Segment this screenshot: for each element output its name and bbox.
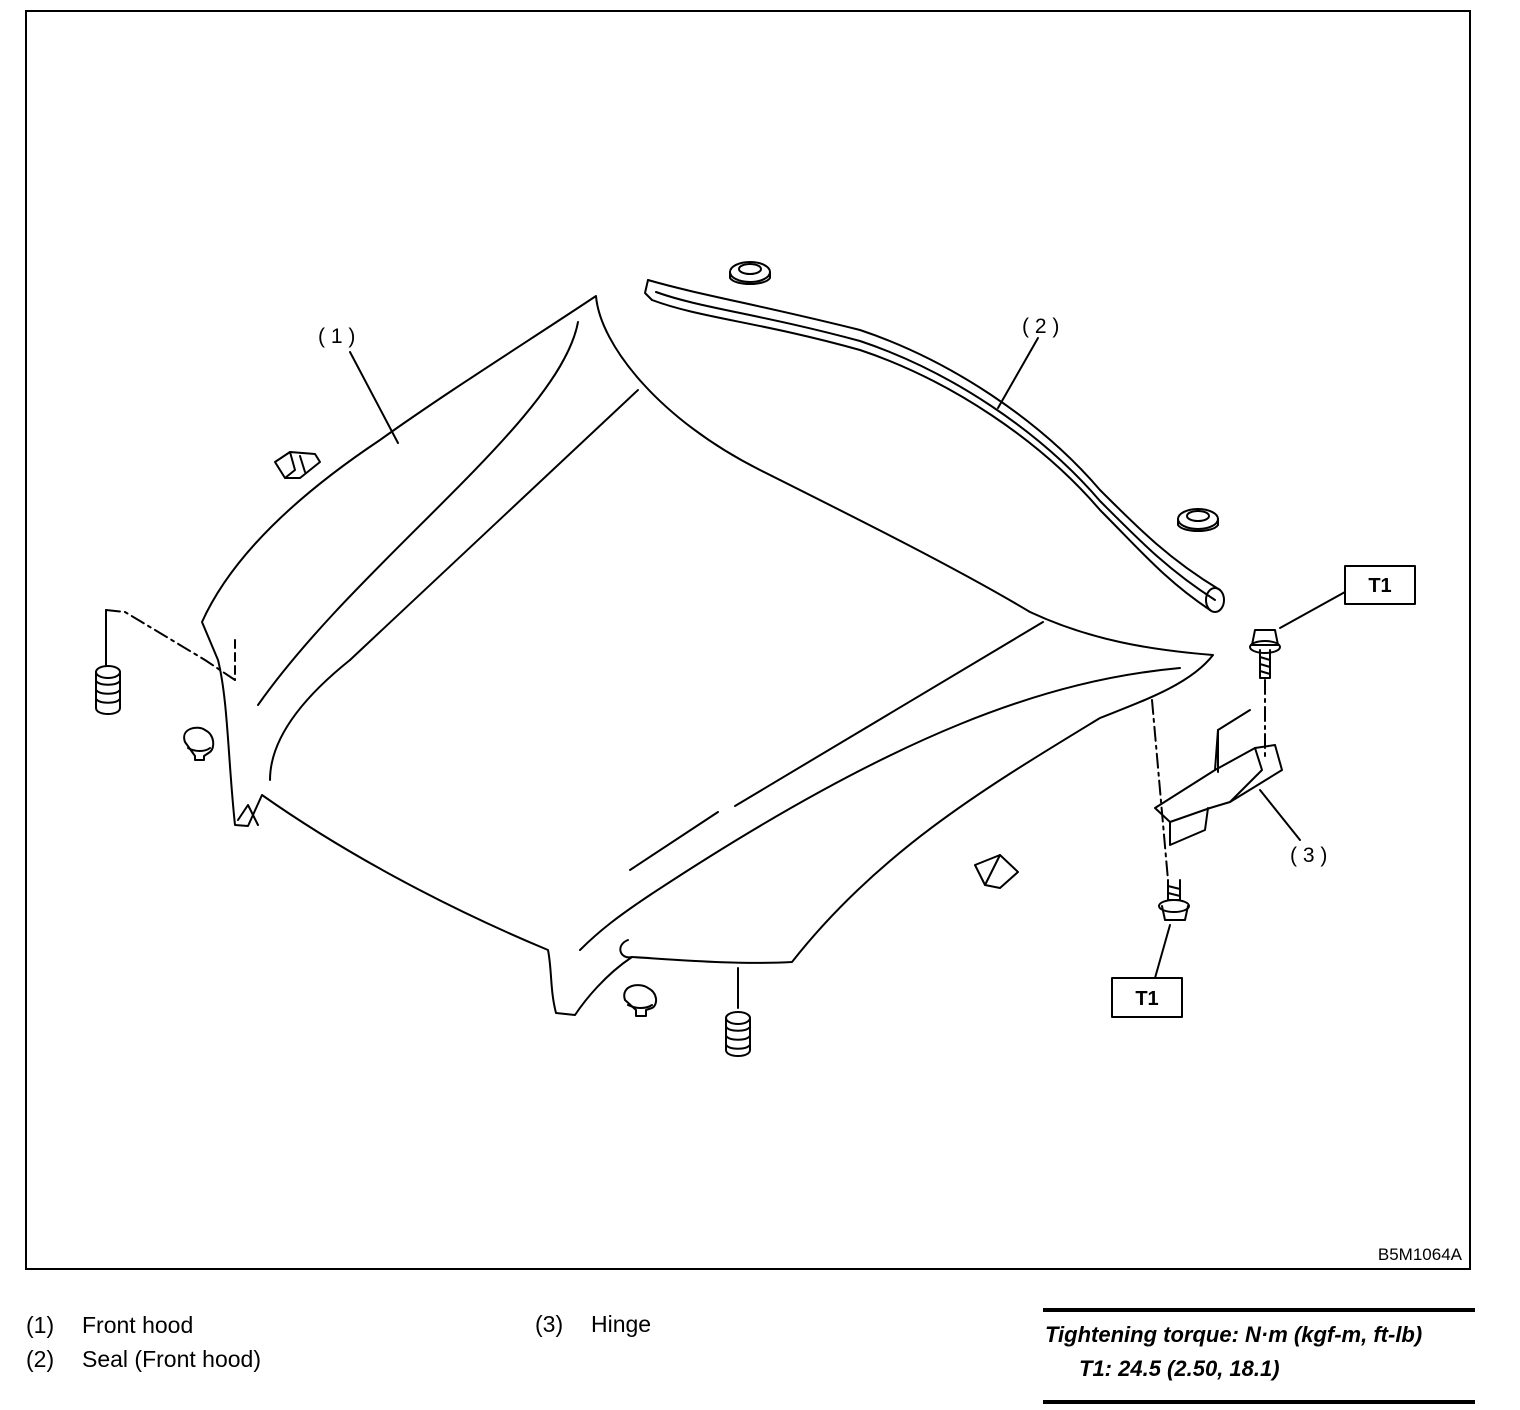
bolt-bottom: [1158, 879, 1190, 921]
hood-crease-right: [734, 621, 1044, 807]
t1-box-bottom-frame: [1111, 977, 1183, 1018]
alignment-line-hinge: [1151, 699, 1169, 881]
bumper-bottom: [623, 984, 658, 1017]
legend-item-hinge: (3) Hinge: [535, 1311, 651, 1338]
torque-title: Tightening torque: N·m (kgf-m, ft-lb): [1045, 1322, 1423, 1347]
front-hood: [201, 295, 1214, 1016]
legend-number: (2): [26, 1346, 55, 1372]
torque-spec-box: Tightening torque: N·m (kgf-m, ft-lb) T1…: [1043, 1308, 1475, 1404]
leader-2: [997, 337, 1039, 409]
adjuster-left: [95, 609, 121, 715]
legend-label: Front hood: [82, 1312, 194, 1338]
bumper-left: [183, 726, 215, 761]
callout-3: ( 3 ): [1290, 844, 1327, 867]
grommet-top: [729, 261, 771, 285]
hood-seal: [644, 279, 1225, 613]
callout-2: ( 2 ): [1022, 315, 1059, 338]
adjuster-bottom: [725, 967, 751, 1057]
bolt-top: [1249, 629, 1281, 679]
callout-1: ( 1 ): [318, 325, 355, 348]
leader-1: [349, 351, 399, 444]
legend-label: Hinge: [591, 1311, 652, 1337]
torque-value: T1: 24.5 (2.50, 18.1): [1079, 1356, 1280, 1381]
hinge: [1154, 709, 1283, 846]
t1-label-bottom: T1: [1135, 988, 1158, 1010]
alignment-line-left: [105, 609, 236, 681]
diagram-frame: [25, 10, 1471, 1270]
clip-right: [974, 854, 1019, 889]
t1-label-top: T1: [1368, 575, 1391, 597]
leader-t1-bottom: [1154, 924, 1171, 979]
legend-number: (3): [535, 1311, 564, 1337]
legend-item-seal: (2) Seal (Front hood): [26, 1346, 261, 1373]
figure-code: B5M1064A: [1378, 1245, 1463, 1264]
hood-edge-detail: [619, 939, 633, 959]
hood-crease-left: [349, 389, 639, 661]
t1-box-top-frame: [1344, 565, 1416, 605]
legend-label: Seal (Front hood): [82, 1346, 261, 1372]
hood-crease-left-tail: [269, 659, 351, 781]
hood-crease-right-outer: [579, 667, 1181, 951]
legend-number: (1): [26, 1312, 55, 1338]
grommet-right: [1177, 508, 1219, 532]
leader-t1-top: [1279, 591, 1346, 629]
hood-crease-left-outer: [257, 321, 579, 706]
hood-crease-right-dash: [629, 811, 719, 871]
leader-3: [1259, 789, 1301, 841]
legend-item-front-hood: (1) Front hood: [26, 1312, 193, 1339]
hood-corner-detail: [237, 804, 259, 826]
clip-left: [274, 451, 321, 479]
